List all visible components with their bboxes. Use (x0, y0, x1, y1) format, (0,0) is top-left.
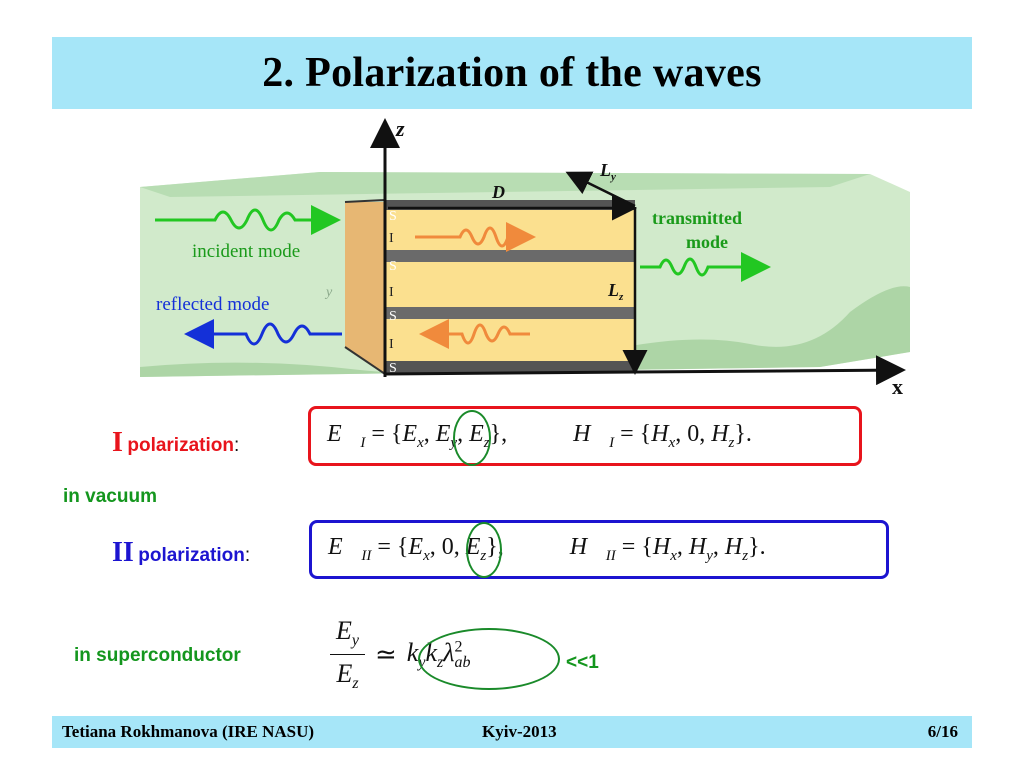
label-D: D (491, 182, 505, 202)
pol1-colon: : (233, 435, 240, 456)
waveguide-bottom-ripple (140, 286, 910, 377)
layer-s4 (385, 361, 635, 373)
waveguide-diagram: S I S I S I S z x y D Ly Lz incident mod… (140, 116, 910, 399)
incident-wave (155, 205, 341, 235)
layer-i1 (385, 210, 635, 250)
dimension-Ly (565, 171, 636, 208)
reflected-label: reflected mode (156, 294, 269, 315)
slide-title: 2. Polarization of the waves (262, 50, 762, 96)
title-bar: 2. Polarization of the waves (52, 37, 972, 109)
stack-side (345, 202, 385, 374)
footer-author: Tetiana Rokhmanova (IRE NASU) (62, 722, 315, 741)
incident-label: incident mode (192, 241, 300, 262)
vacuum-label: in vacuum (63, 486, 157, 507)
pol2-equation-box: E⃗II = {Ex, 0, Ez}, H⃗II = {Hx, Hy, Hz}. (309, 520, 889, 579)
layer-label: I (389, 285, 394, 300)
pol1-equation-box: E⃗I = {Ex, Ey, Ez}, H⃗I = {Hx, 0, Hz}. (308, 406, 862, 466)
layer-label: I (389, 337, 394, 352)
layer-label: S (389, 361, 397, 376)
highlight-circle-ratio (418, 628, 560, 690)
layer-i2 (385, 262, 635, 307)
axis-y-label: y (324, 285, 333, 300)
pol1-equation-H: H⃗I = {Hx, 0, Hz}. (573, 420, 752, 451)
svg-text:Lz: Lz (607, 280, 624, 303)
layer-label: S (389, 259, 397, 274)
axis-x-label: x (892, 374, 903, 399)
label-Lz: L (607, 280, 619, 300)
layer-s3 (385, 307, 635, 319)
transmitted-label-1: transmitted (652, 208, 742, 228)
highlight-circle-zero (466, 522, 502, 578)
stack-edge (344, 199, 386, 203)
footer-page: 6/16 (927, 722, 958, 741)
pol1-word: polarization (127, 435, 234, 456)
waveguide-top-face (140, 172, 870, 197)
layer-label: S (389, 309, 397, 324)
footer-place: Kyiv-2013 (482, 722, 557, 741)
superconductor-label: in superconductor (74, 645, 241, 666)
layer-s1 (385, 200, 635, 210)
layer-label: I (389, 231, 394, 246)
reflected-wave (184, 319, 342, 349)
transmitted-label-2: mode (686, 232, 728, 252)
transmitted-wave (640, 252, 771, 282)
axis-z-label: z (395, 116, 405, 141)
ratio-fraction: Ey Ez (330, 616, 365, 693)
inner-wave-forward (415, 222, 536, 252)
label-Ly: L (599, 160, 611, 180)
layer-i3 (385, 319, 635, 361)
ratio-note: <<1 (566, 652, 599, 673)
pol2-word: polarization (138, 545, 245, 566)
pol1-label: I polarization: (112, 427, 239, 459)
layer-stack (344, 199, 635, 375)
pol2-label: II polarization: (112, 537, 250, 569)
pol1-roman: I (112, 427, 123, 458)
label-Lz-sub: z (618, 291, 624, 303)
label-Ly-sub: y (609, 171, 616, 183)
pol2-equation-H: H⃗II = {Hx, Hy, Hz}. (569, 534, 766, 564)
footer-bar: Tetiana Rokhmanova (IRE NASU) Kyiv-2013 … (52, 716, 972, 748)
layer-label: S (389, 209, 397, 224)
pol2-colon: : (244, 545, 251, 566)
layer-s2 (385, 250, 635, 262)
pol2-roman: II (112, 537, 134, 568)
inner-wave-backward (419, 319, 530, 349)
highlight-circle-Ey (453, 410, 491, 466)
stack-edge (344, 346, 386, 375)
svg-text:Ly: Ly (599, 160, 616, 183)
